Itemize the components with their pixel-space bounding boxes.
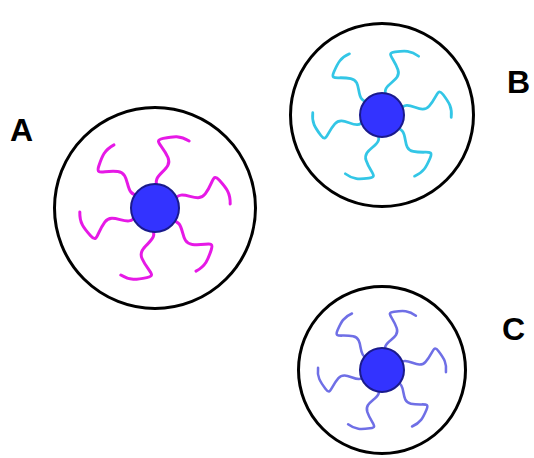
circle-outline (291, 24, 474, 207)
core-dot (131, 184, 179, 232)
tail-group (298, 30, 466, 199)
circle-outline (297, 285, 467, 455)
circle-outline (53, 106, 257, 310)
circle-letter: C (502, 313, 525, 345)
circle-letter: A (10, 114, 33, 146)
circle-outline (55, 108, 256, 309)
micelle-circle: B (289, 22, 475, 208)
micelle-circle: C (297, 285, 467, 455)
micelle-circle: A (53, 106, 257, 310)
tail-group (305, 292, 460, 448)
core-dot (360, 93, 404, 137)
circle-outline (299, 287, 466, 454)
circle-letter: B (507, 66, 530, 98)
circle-outline (289, 22, 475, 208)
core-dot (360, 348, 404, 392)
tail-group (60, 112, 251, 304)
